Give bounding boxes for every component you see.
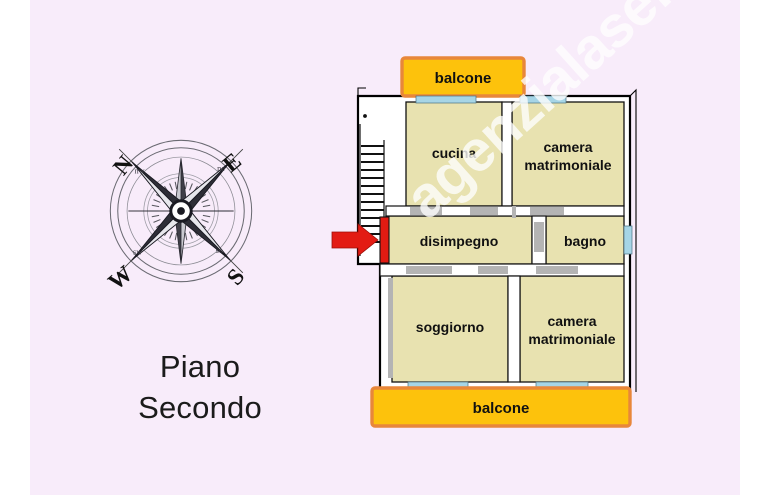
room-label-cucina: cucina [432, 145, 477, 161]
room-camera-matrimoniale-2: camera matrimoniale [519, 275, 625, 383]
room-soggiorno: soggiorno [391, 275, 509, 383]
window-camera-1 [519, 95, 567, 104]
floor-plan: balcone cucina camera matrimoniale disim… [331, 56, 637, 428]
balcone-top: balcone [400, 56, 526, 98]
room-label-camera-1-line1: camera [543, 139, 592, 155]
compass-label-n: N [108, 151, 139, 181]
room-label-soggiorno: soggiorno [416, 319, 484, 335]
balcone-top-label: balcone [435, 70, 492, 87]
room-label-disimpegno: disimpegno [420, 233, 499, 249]
room-label-camera-1-line2: matrimoniale [524, 157, 611, 173]
room-label-camera-2-line1: camera [547, 313, 596, 329]
compass-label-w: W [103, 261, 138, 296]
room-cucina: cucina [405, 101, 503, 207]
arrow-icon [331, 223, 379, 257]
window-bagno [623, 225, 633, 255]
windows [407, 95, 633, 390]
compass-label-nw: nw [134, 167, 144, 176]
balcone-bottom: balcone [370, 386, 632, 428]
floor-label-line2: Secondo [138, 390, 262, 425]
compass-label-e: E [218, 148, 247, 178]
floor-label: Piano Secondo [60, 346, 340, 428]
room-label-camera-2-line2: matrimoniale [528, 331, 615, 347]
balcone-bottom-label: balcone [473, 400, 530, 417]
room-label-bagno: bagno [564, 233, 606, 249]
room-disimpegno: disimpegno [385, 215, 533, 265]
compass-label-s: S [222, 264, 250, 291]
compass-label-sw: sw [133, 247, 142, 256]
entrance-arrow [331, 216, 390, 264]
room-camera-matrimoniale-1: camera matrimoniale [511, 101, 625, 207]
room-bagno: bagno [545, 215, 625, 265]
window-cucina [415, 95, 477, 104]
compass-label-se: se [216, 246, 223, 255]
entrance-door [379, 216, 390, 264]
interior-walls [379, 101, 625, 383]
compass-label-ne: ne [217, 164, 225, 173]
floor-label-line1: Piano [159, 349, 241, 384]
compass-rose: ne se sw nw N E S W [103, 139, 253, 296]
